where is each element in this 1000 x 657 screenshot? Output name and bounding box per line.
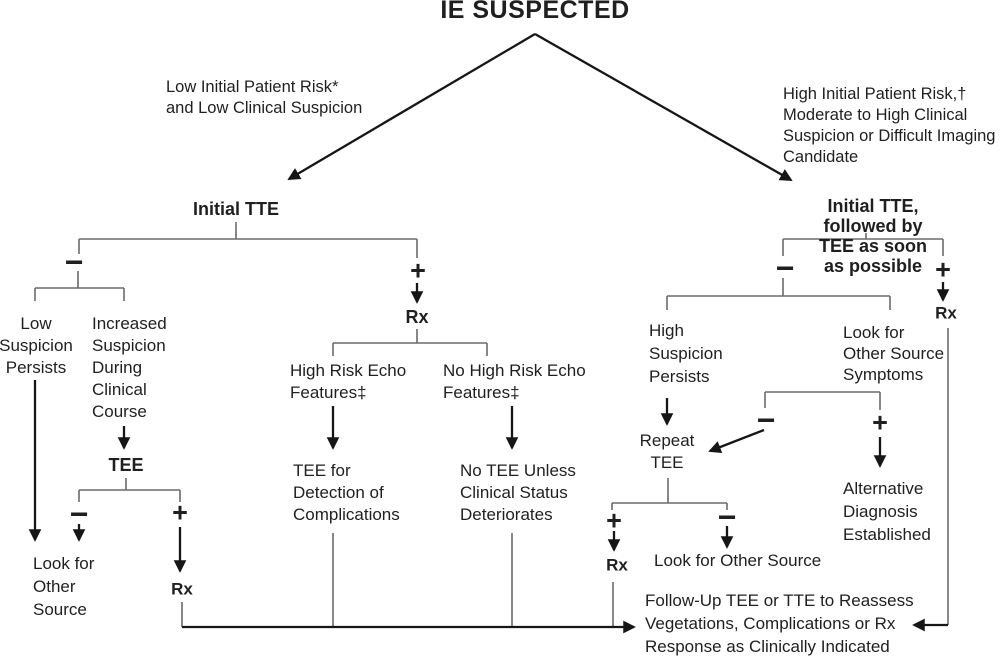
node-initial-tte-followed-by-tee: Initial TTE, followed by TEE as soon as … bbox=[818, 196, 928, 276]
plus-sign-repeat-tee: + bbox=[606, 505, 622, 536]
node-repeat-tee: Repeat TEE bbox=[639, 431, 695, 472]
plus-sign-symptoms: + bbox=[872, 407, 888, 438]
plus-sign-tee: + bbox=[172, 497, 188, 528]
plus-sign-initial-tte-tee: + bbox=[935, 254, 951, 285]
node-rx-initial-tte-positive: Rx bbox=[405, 307, 429, 327]
node-no-tee-unless: No TEE Unless Clinical Status Deteriorat… bbox=[460, 461, 576, 524]
right-branch-condition: High Initial Patient Risk,† Moderate to … bbox=[783, 85, 996, 166]
node-look-other-source-symptoms: Look for Other Source Symptoms bbox=[843, 323, 945, 384]
minus-sign-tee: − bbox=[69, 496, 89, 532]
minus-sign-initial-tte: − bbox=[64, 244, 84, 280]
plus-sign-initial-tte: + bbox=[410, 255, 426, 286]
left-branch-condition: Low Initial Patient Risk* and Low Clinic… bbox=[166, 78, 363, 117]
node-initial-tte: Initial TTE bbox=[192, 199, 280, 219]
node-low-suspicion-persists: Low Suspicion Persists bbox=[0, 314, 73, 377]
node-look-for-other-source-left: Look for Other Source bbox=[33, 554, 95, 619]
node-rx-initial-tte-tee-positive: Rx bbox=[935, 303, 957, 323]
node-rx-repeat-tee-positive: Rx bbox=[606, 555, 628, 575]
minus-sign-repeat-tee: − bbox=[717, 499, 737, 535]
minus-sign-initial-tte-tee: − bbox=[775, 250, 795, 286]
node-tee: TEE bbox=[108, 455, 144, 475]
arrow-line bbox=[708, 428, 765, 453]
node-no-high-risk-echo-features: No High Risk Echo Features‡ bbox=[443, 361, 586, 402]
minus-sign-symptoms: − bbox=[756, 402, 776, 438]
node-high-risk-echo-features: High Risk Echo Features‡ bbox=[290, 361, 407, 402]
arrow-line bbox=[534, 33, 793, 181]
node-followup-tee-tte: Follow-Up TEE or TTE to Reassess Vegetat… bbox=[645, 591, 914, 656]
node-rx-tee-positive: Rx bbox=[171, 579, 193, 599]
node-tee-for-detection: TEE for Detection of Complications bbox=[293, 461, 400, 524]
node-look-for-other-source-right: Look for Other Source bbox=[654, 551, 822, 570]
node-increased-suspicion: Increased Suspicion During Clinical Cour… bbox=[92, 314, 167, 421]
arrow-line bbox=[287, 33, 536, 180]
node-high-suspicion-persists: High Suspicion Persists bbox=[649, 321, 723, 386]
node-alternative-diagnosis: Alternative Diagnosis Established bbox=[843, 479, 931, 544]
diagram-title: IE SUSPECTED bbox=[440, 0, 630, 24]
